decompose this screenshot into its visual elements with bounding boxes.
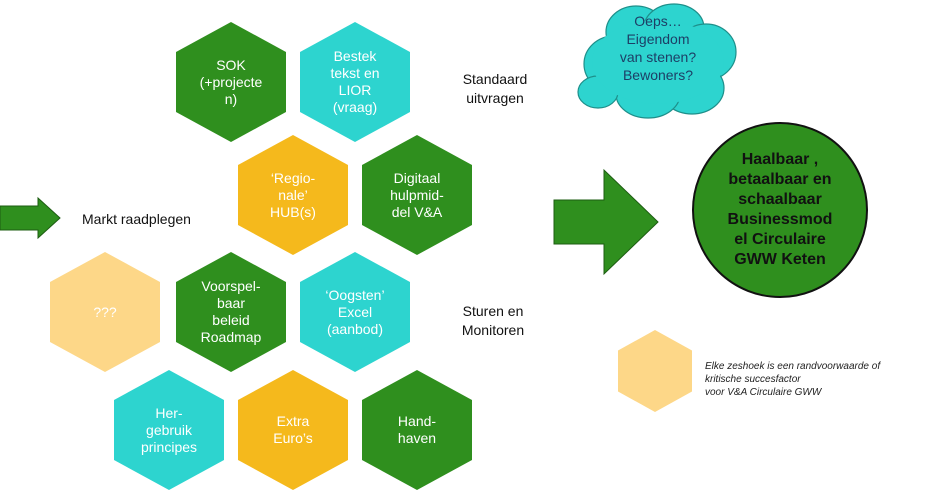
hex-regionale-hub: ‘Regio- nale’ HUB(s) bbox=[238, 135, 348, 255]
legend-hex bbox=[618, 330, 692, 412]
thought-cloud-icon bbox=[577, 3, 737, 119]
hex-extra-euros: Extra Euro’s bbox=[238, 370, 348, 490]
goal-text: Haalbaar , betaalbaar en schaalbaar Busi… bbox=[727, 151, 833, 268]
hex-digitaal-hulpmiddel: Digitaal hulpmid- del V&A bbox=[362, 135, 472, 255]
goal-circle: Haalbaar , betaalbaar en schaalbaar Busi… bbox=[692, 122, 868, 298]
cloud-text: Oeps… Eigendom van stenen? Bewoners? bbox=[619, 13, 697, 83]
hex-voorspelbaar-beleid: Voorspel- baar beleid Roadmap bbox=[176, 252, 286, 372]
legend-text: Elke zeshoek is een randvoorwaarde of kr… bbox=[705, 361, 881, 398]
hex-oogsten-excel: ‘Oogsten’ Excel (aanbod) bbox=[300, 252, 410, 372]
hex-bestek: Bestek tekst en LIOR (vraag) bbox=[300, 22, 410, 142]
hex-sok: SOK (+projecte n) bbox=[176, 22, 286, 142]
right-arrow-icon bbox=[553, 168, 659, 276]
left-arrow-icon bbox=[0, 196, 61, 240]
hex-unknown: ??? bbox=[50, 252, 160, 372]
label-standaard-uitvragen: Standaard uitvragen bbox=[462, 71, 528, 106]
hex-hergebruik-principes: Her- gebruik principes bbox=[114, 370, 224, 490]
label-markt-raadplegen: Markt raadplegen bbox=[82, 211, 191, 227]
hex-handhaven: Hand- haven bbox=[362, 370, 472, 490]
label-sturen-monitoren: Sturen en Monitoren bbox=[461, 303, 525, 338]
